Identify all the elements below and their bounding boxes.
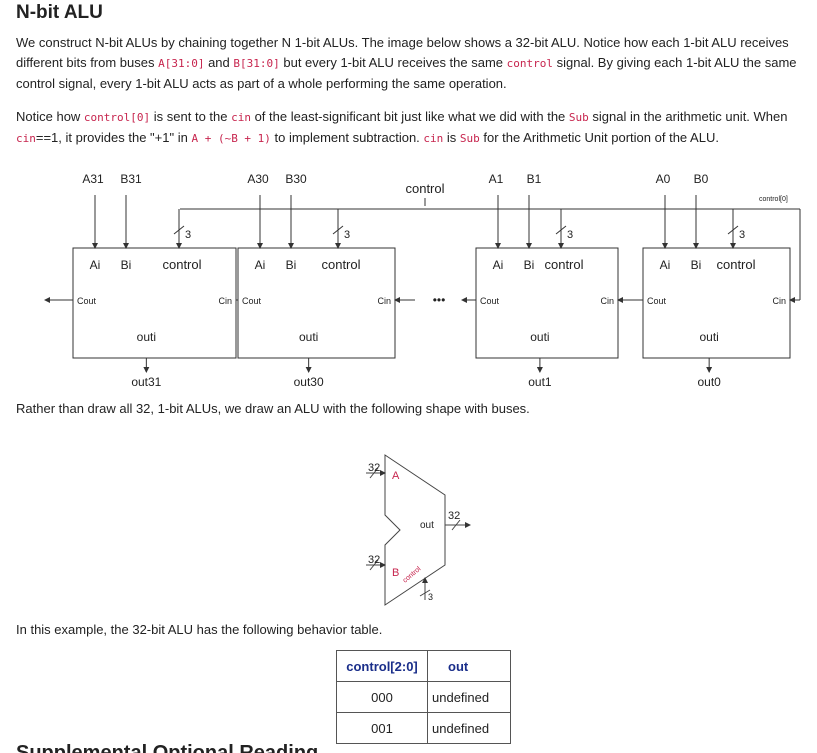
paragraph-control0: Notice how control[0] is sent to the cin… — [16, 109, 788, 145]
svg-text:out: out — [420, 520, 434, 531]
control-slash — [555, 225, 567, 235]
paragraph-intro: We construct N-bit ALUs by chaining toge… — [16, 35, 797, 91]
control-in-label: control — [162, 257, 201, 272]
cin-label: Cin — [772, 296, 786, 306]
svg-text:32: 32 — [368, 462, 380, 474]
outi-label: outi — [299, 330, 318, 344]
alu-1bit-box — [237, 247, 396, 359]
alu-1bit-box — [642, 247, 791, 359]
cout-label: Cout — [647, 296, 667, 306]
table-cell: undefined — [427, 712, 511, 744]
control-width: 3 — [739, 229, 745, 241]
page-title: N-bit ALU — [16, 2, 103, 23]
input-b-label: B0 — [694, 172, 709, 186]
ai-label: Ai — [255, 258, 266, 272]
output-label: out31 — [131, 375, 161, 389]
bi-label: Bi — [691, 258, 702, 272]
table-cell: 001 — [336, 712, 428, 744]
svg-text:32: 32 — [448, 510, 460, 522]
svg-text:3: 3 — [428, 592, 433, 602]
ellipsis: ••• — [433, 293, 446, 307]
svg-text:B: B — [392, 567, 399, 579]
alu-1bit-box — [72, 247, 237, 359]
cin-label: Cin — [218, 296, 232, 306]
bi-label: Bi — [121, 258, 132, 272]
control0-label: control[0] — [759, 196, 788, 203]
input-a-label: A1 — [489, 172, 504, 186]
input-a-label: A30 — [247, 172, 269, 186]
output-label: out1 — [528, 375, 552, 389]
table-header: out — [427, 650, 511, 682]
bi-label: Bi — [286, 258, 297, 272]
input-a-label: A31 — [82, 172, 104, 186]
ai-label: Ai — [493, 258, 504, 272]
bi-label: Bi — [524, 258, 535, 272]
cout-label: Cout — [480, 296, 500, 306]
paragraph-shape: Rather than draw all 32, 1-bit ALUs, we … — [16, 401, 530, 416]
control-slash — [173, 225, 185, 235]
input-a-label: A0 — [656, 172, 671, 186]
table-row: 000 undefined — [336, 681, 511, 713]
svg-text:control: control — [402, 565, 423, 584]
output-label: out30 — [294, 375, 324, 389]
paragraph-table-intro: In this example, the 32-bit ALU has the … — [16, 622, 383, 637]
cout-label: Cout — [77, 296, 97, 306]
control-width: 3 — [567, 229, 573, 241]
control-label: control — [405, 181, 444, 196]
control-width: 3 — [344, 229, 350, 241]
control-slash — [727, 225, 739, 235]
control-in-label: control — [716, 257, 755, 272]
next-section-heading: Supplemental Optional Reading — [16, 742, 319, 753]
table-cell: undefined — [427, 681, 511, 713]
table-cell: 000 — [336, 681, 428, 713]
control-in-label: control — [544, 257, 583, 272]
outi-label: outi — [137, 330, 156, 344]
behavior-table: control[2:0] out 000 undefined 001 undef… — [336, 650, 511, 744]
ai-label: Ai — [90, 258, 101, 272]
table-header: control[2:0] — [336, 650, 428, 682]
svg-text:32: 32 — [368, 554, 380, 566]
cin-label: Cin — [377, 296, 391, 306]
control-in-label: control — [321, 257, 360, 272]
alu-1bit-box — [475, 247, 619, 359]
alu-shape — [384, 454, 446, 606]
ai-label: Ai — [660, 258, 671, 272]
outi-label: outi — [699, 330, 718, 344]
input-b-label: B31 — [120, 172, 142, 186]
cout-label: Cout — [242, 296, 262, 306]
input-b-label: B1 — [527, 172, 542, 186]
table-row: 001 undefined — [336, 712, 511, 744]
control-slash — [332, 225, 344, 235]
outi-label: outi — [530, 330, 549, 344]
cin-label: Cin — [600, 296, 614, 306]
output-label: out0 — [697, 375, 721, 389]
control-width: 3 — [185, 229, 191, 241]
svg-text:A: A — [392, 470, 400, 482]
input-b-label: B30 — [285, 172, 307, 186]
